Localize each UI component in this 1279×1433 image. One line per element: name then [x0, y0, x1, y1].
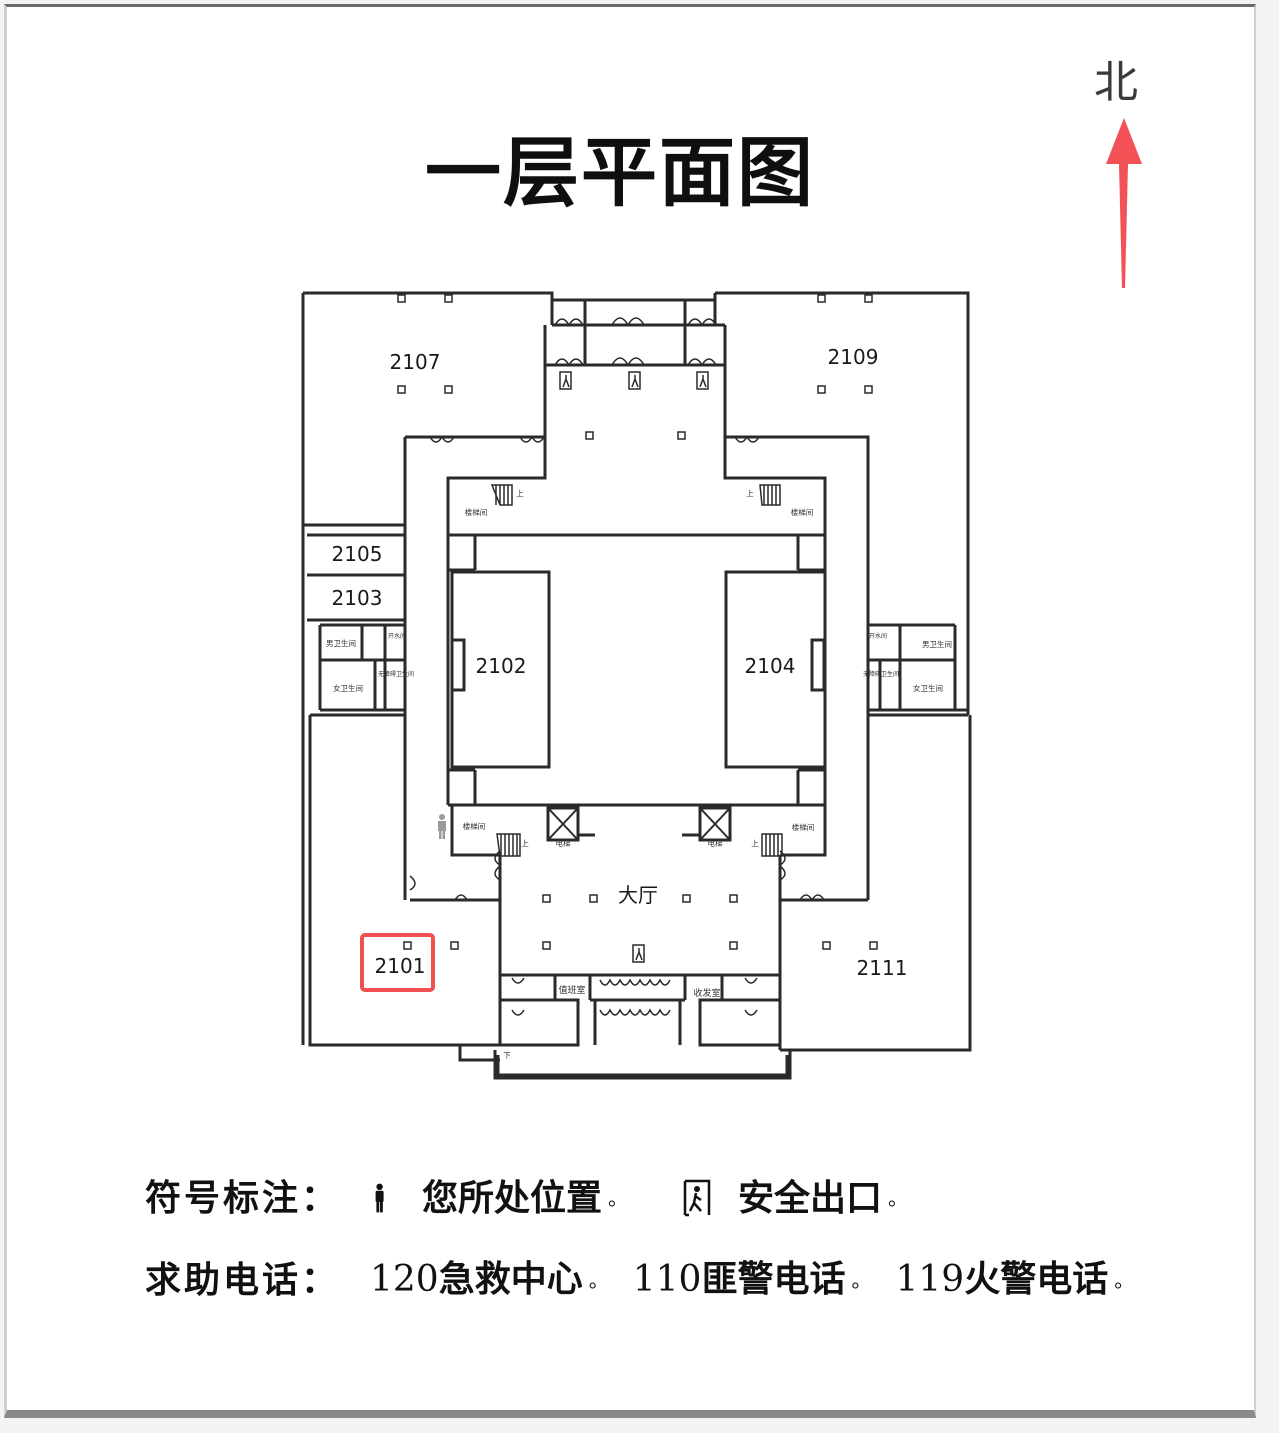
floor-plan-board	[4, 4, 1256, 1418]
stairwell-se: 楼梯间	[792, 822, 815, 832]
janitor-room-east: 开水间	[869, 632, 887, 640]
mens-restroom-east: 男卫生间	[922, 639, 952, 649]
room-2105: 2105	[332, 542, 383, 566]
room-2107: 2107	[390, 350, 441, 374]
north-label: 北	[1094, 57, 1138, 108]
floor-plan-map: 2107 2109 2105 2103 2102 2104 2101 2111 …	[301, 291, 972, 1080]
stair-up-se: 上	[751, 839, 759, 848]
room-2102: 2102	[476, 654, 527, 678]
janitor-room-west: 开水间	[388, 632, 406, 640]
person-icon	[375, 1183, 384, 1213]
legend-hotlines: 求助电话： 120急救中心 。 110匪警电话 。 119火警电话 。	[145, 1256, 1158, 1303]
room-2103: 2103	[332, 586, 383, 610]
exit-label: 安全出口	[738, 1177, 883, 1219]
womens-restroom-west: 女卫生间	[333, 683, 363, 693]
accessible-restroom-west: 无障碍卫生间	[378, 670, 414, 678]
stairwell-nw: 楼梯间	[465, 507, 488, 517]
room-2101: 2101	[375, 954, 426, 978]
page-title: 一层平面图	[425, 128, 815, 217]
highlight-box-2101	[360, 933, 435, 992]
legend-symbols: 符号标注： 您所处位置 。 安全出口 。	[145, 1177, 909, 1219]
you-are-here-label: 您所处位置	[422, 1177, 603, 1219]
room-2111: 2111	[857, 956, 908, 980]
accessible-restroom-east: 无障碍卫生间	[863, 670, 899, 678]
duty-room: 值班室	[558, 984, 585, 996]
hotline-119: 119火警电话	[895, 1258, 1109, 1300]
stair-up-nw: 上	[516, 489, 524, 498]
stairwell-ne: 楼梯间	[791, 507, 814, 517]
hotline-120: 120急救中心	[370, 1258, 583, 1300]
stair-down: 下	[503, 1051, 511, 1060]
hotline-110: 110匪警电话	[632, 1258, 846, 1300]
stairwell-sw: 楼梯间	[463, 821, 486, 831]
womens-restroom-east: 女卫生间	[913, 683, 943, 693]
symbols-label: 符号标注：	[145, 1177, 341, 1219]
stair-up-ne: 上	[746, 489, 754, 498]
stair-up-sw: 上	[521, 839, 529, 848]
north-arrow-icon	[1106, 118, 1142, 288]
room-2109: 2109	[828, 345, 879, 369]
emergency-exit-icon	[683, 1179, 711, 1217]
room-2104: 2104	[745, 654, 796, 678]
elevator-east: 电梯	[708, 838, 723, 848]
mens-restroom-west: 男卫生间	[326, 638, 356, 648]
lobby: 大厅	[618, 883, 658, 907]
mail-room: 收发室	[693, 987, 720, 999]
elevator-west: 电梯	[556, 838, 571, 848]
hotlines-label: 求助电话：	[145, 1258, 341, 1301]
